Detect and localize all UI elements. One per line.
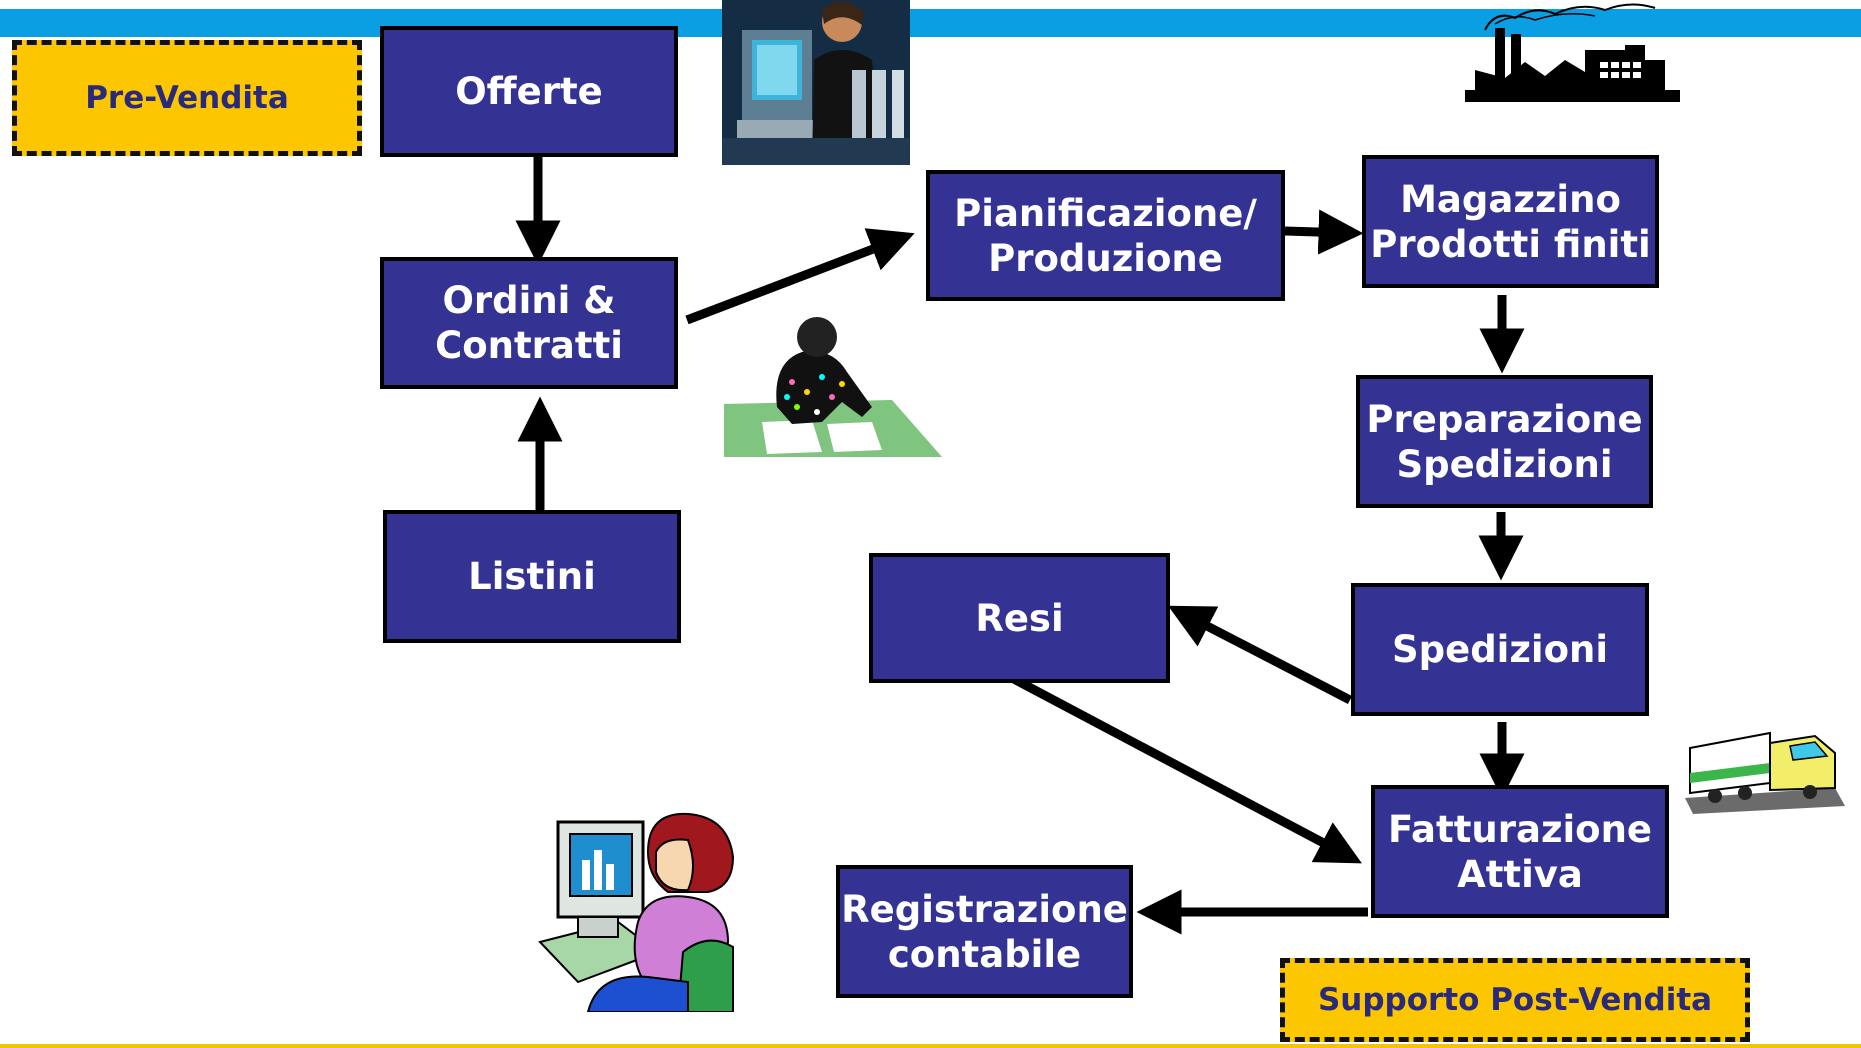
arrow-spedizioni-resi bbox=[1168, 605, 1353, 704]
pre-vendita-callout: Pre-Vendita bbox=[12, 40, 362, 156]
registrazione-contabile-box: Registrazione contabile bbox=[836, 865, 1133, 998]
arrow-resi-fatturazione bbox=[1009, 674, 1362, 864]
arrow-pianificazione-magazzino bbox=[1284, 209, 1364, 255]
preparazione-spedizioni-box: Preparazione Spedizioni bbox=[1356, 375, 1653, 508]
ordini-contratti-box: Ordini & Contratti bbox=[380, 257, 678, 389]
worker-at-table-icon bbox=[722, 312, 944, 462]
magazzino-prodotti-finiti-box: Magazzino Prodotti finiti bbox=[1362, 155, 1659, 288]
top-accent-bar bbox=[0, 9, 1861, 37]
listini-box: Listini bbox=[383, 510, 681, 643]
offerte-box: Offerte bbox=[380, 26, 678, 157]
factory-icon bbox=[1455, 0, 1690, 105]
operator-phone-photo bbox=[722, 0, 910, 165]
fatturazione-attiva-box: Fatturazione Attiva bbox=[1371, 785, 1669, 918]
bottom-accent-line bbox=[0, 1044, 1861, 1048]
woman-at-computer-icon bbox=[538, 812, 738, 1013]
spedizioni-box: Spedizioni bbox=[1351, 583, 1649, 716]
post-vendita-callout: Supporto Post-Vendita bbox=[1280, 958, 1750, 1042]
resi-box: Resi bbox=[869, 553, 1170, 683]
arrow-ordini-pianificazione bbox=[685, 228, 915, 325]
truck-icon bbox=[1685, 728, 1845, 816]
pianificazione-produzione-box: Pianificazione/ Produzione bbox=[926, 170, 1285, 301]
